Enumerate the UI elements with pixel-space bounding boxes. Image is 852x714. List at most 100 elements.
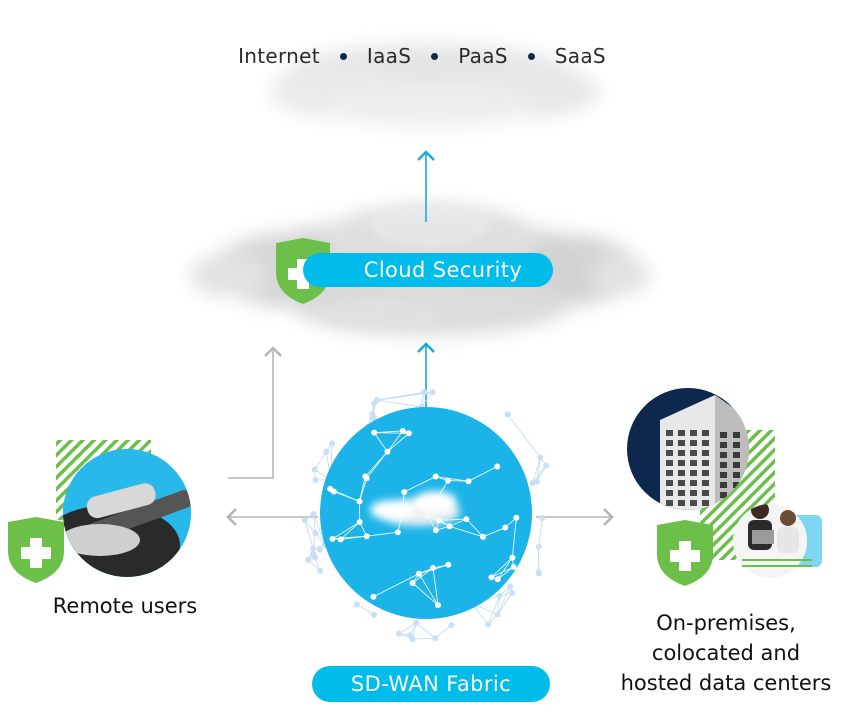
mesh-node <box>373 397 380 404</box>
building-window <box>678 460 685 466</box>
mesh-link <box>404 476 436 493</box>
building-window <box>720 462 727 468</box>
mesh-link <box>435 476 469 482</box>
mesh-node <box>509 554 516 561</box>
mesh-link <box>412 582 439 606</box>
mesh-node <box>323 448 330 455</box>
building-window <box>702 480 709 486</box>
mesh-link <box>359 476 366 502</box>
building-window <box>666 510 673 516</box>
building-window <box>733 482 740 488</box>
mesh-link <box>466 518 484 538</box>
mesh-node <box>535 570 542 577</box>
outer-mesh-network <box>301 389 550 642</box>
mesh-link <box>538 517 543 548</box>
mesh-node <box>415 570 422 577</box>
datacenter-label-line: hosted data centers <box>620 671 832 695</box>
mesh-link <box>536 465 547 482</box>
building-window <box>666 490 673 496</box>
datacenter-shield-icon <box>657 520 713 586</box>
mesh-node <box>509 590 516 597</box>
building-window <box>702 430 709 436</box>
building-window <box>690 440 697 446</box>
mesh-link <box>366 531 398 537</box>
building-window <box>678 440 685 446</box>
mesh-node <box>432 527 439 534</box>
building-window <box>678 470 685 476</box>
mesh-link <box>497 592 513 615</box>
mesh-link <box>468 466 498 482</box>
mesh-link <box>387 432 410 453</box>
sd-wan-fabric-text: SD-WAN Fabric <box>350 672 512 696</box>
mesh-node <box>329 440 336 447</box>
service-internet: Internet <box>238 44 320 68</box>
service-iaas: IaaS <box>366 44 412 68</box>
building-window <box>733 462 740 468</box>
mesh-node <box>494 611 501 618</box>
building-window <box>690 500 697 506</box>
building-window <box>666 440 673 446</box>
mesh-link <box>487 595 500 625</box>
mesh-node <box>371 612 378 619</box>
mesh-node <box>448 622 455 629</box>
mesh-node <box>539 515 546 522</box>
datacenter-label: On-premises, colocated and hosted data c… <box>600 608 852 698</box>
mesh-node <box>329 535 336 542</box>
mesh-link <box>314 451 327 470</box>
mesh-link <box>482 527 506 538</box>
building-window <box>678 500 685 506</box>
mesh-node <box>409 579 416 586</box>
service-paas: PaaS <box>458 44 508 68</box>
mesh-node <box>488 574 495 581</box>
mesh-link <box>313 513 326 546</box>
building-window <box>702 460 709 466</box>
building-window <box>702 440 709 446</box>
mesh-node <box>362 473 369 480</box>
mesh-node <box>312 530 319 537</box>
mesh-link <box>304 520 314 549</box>
mesh-node <box>463 516 470 523</box>
mesh-link <box>387 430 404 453</box>
mesh-node <box>504 411 511 418</box>
mesh-node <box>543 462 550 469</box>
mesh-link <box>412 637 436 640</box>
mesh-link <box>472 603 489 625</box>
building-window <box>733 452 740 458</box>
mesh-link <box>313 513 316 534</box>
building-window <box>690 430 697 436</box>
mesh-node <box>327 485 334 492</box>
mesh-link <box>432 567 439 606</box>
mesh-link <box>536 457 541 482</box>
mesh-link <box>415 622 436 639</box>
mesh-link <box>449 518 467 527</box>
mesh-link <box>491 557 513 578</box>
building-window <box>666 470 673 476</box>
mesh-node <box>356 519 363 526</box>
mesh-node <box>434 602 441 609</box>
building-window <box>720 472 727 478</box>
mesh-node <box>496 592 503 599</box>
mesh-node <box>533 478 540 485</box>
mesh-node <box>537 454 544 461</box>
building-window <box>678 480 685 486</box>
mesh-link <box>332 521 360 540</box>
mesh-node <box>429 565 436 572</box>
mesh-link <box>340 521 360 540</box>
mesh-link <box>532 457 541 484</box>
mesh-node <box>310 545 317 552</box>
building-window <box>733 472 740 478</box>
mesh-node <box>494 576 501 583</box>
building-window <box>720 432 727 438</box>
mesh-node <box>535 544 542 551</box>
arrow-remote-to-cloud <box>228 346 282 479</box>
mesh-node <box>356 498 363 505</box>
mesh-link <box>376 399 422 408</box>
mesh-node <box>413 619 420 626</box>
building-window <box>690 460 697 466</box>
building-window <box>666 500 673 506</box>
mesh-link <box>373 573 420 598</box>
building-window <box>690 480 697 486</box>
mesh-node <box>353 601 360 608</box>
mesh-node <box>311 466 318 473</box>
mesh-link <box>507 414 541 458</box>
